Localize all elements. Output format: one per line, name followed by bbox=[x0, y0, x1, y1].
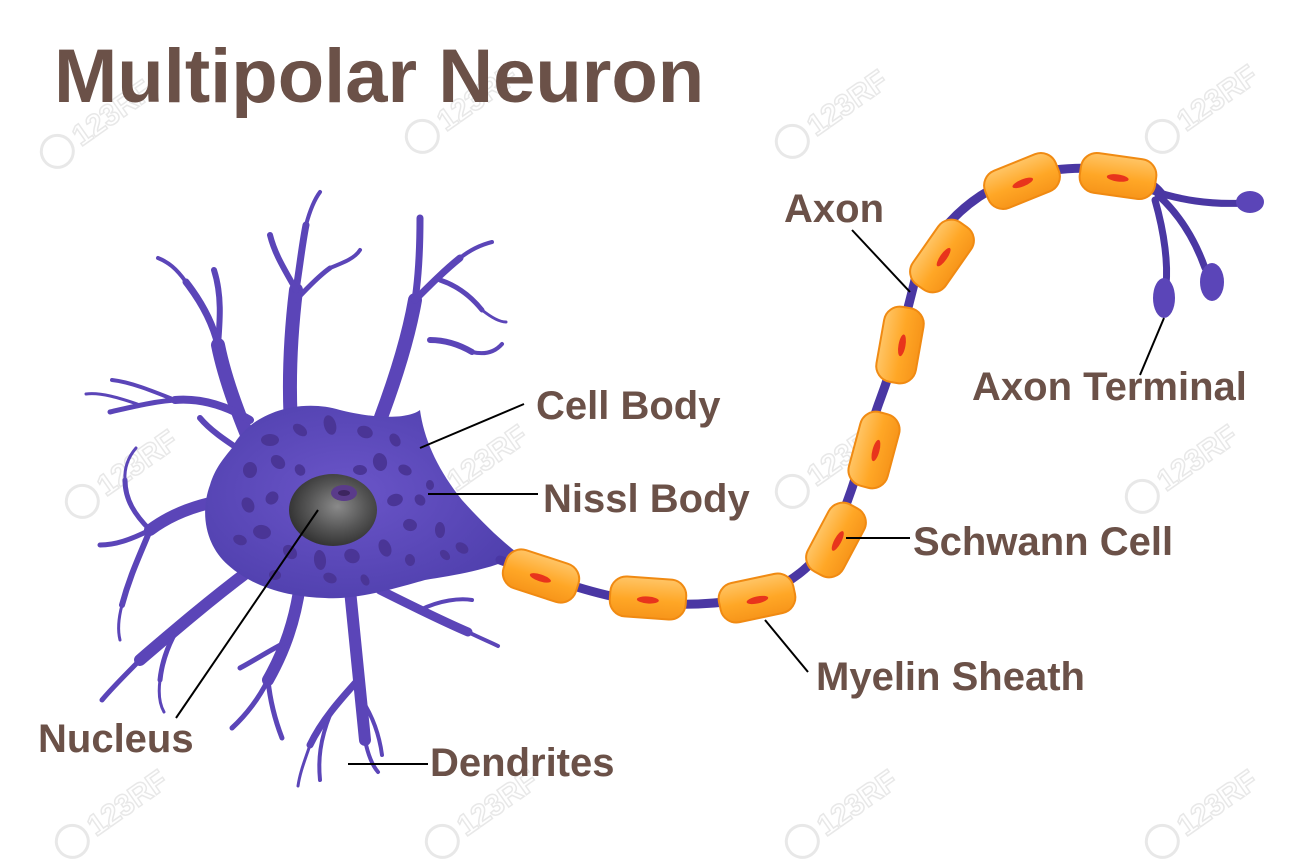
leader-nucleus bbox=[175, 509, 319, 719]
myelin-sheath-segments bbox=[501, 151, 1158, 624]
nissl-granule bbox=[357, 425, 373, 439]
label-axon-terminal: Axon Terminal bbox=[972, 365, 1247, 409]
nissl-granule bbox=[344, 548, 360, 564]
nissl-granule bbox=[404, 554, 416, 566]
nissl-granule bbox=[360, 574, 370, 586]
schwann-nucleus bbox=[636, 596, 659, 604]
diagram-title: Multipolar Neuron bbox=[54, 34, 704, 119]
nissl-granule bbox=[414, 494, 426, 506]
leader-lines bbox=[175, 229, 1165, 765]
label-cell-body: Cell Body bbox=[536, 384, 721, 428]
schwann-cell bbox=[847, 410, 901, 490]
schwann-nucleus bbox=[529, 573, 551, 583]
neuron bbox=[84, 151, 1264, 788]
nissl-granule bbox=[242, 462, 258, 478]
svg-text:123RF: 123RF bbox=[1171, 59, 1264, 138]
label-axon: Axon bbox=[784, 187, 884, 231]
nissl-granule bbox=[425, 480, 435, 490]
nissl-granule bbox=[398, 464, 412, 476]
nissl-granule bbox=[387, 493, 403, 507]
nissl-granule bbox=[241, 497, 255, 513]
svg-text:123RF: 123RF bbox=[1151, 419, 1244, 498]
svg-text:123RF: 123RF bbox=[441, 419, 534, 498]
schwann-cell bbox=[1078, 151, 1158, 201]
nissl-granule bbox=[323, 572, 337, 584]
svg-text:123RF: 123RF bbox=[91, 424, 184, 503]
nissl-bodies bbox=[233, 415, 469, 586]
schwann-nucleus bbox=[871, 439, 881, 462]
schwann-nucleus bbox=[831, 531, 844, 551]
nissl-granule bbox=[455, 542, 469, 554]
watermark-stamp: 123RF bbox=[54, 763, 175, 859]
schwann-nucleus bbox=[1012, 177, 1034, 189]
label-myelin-sheath: Myelin Sheath bbox=[816, 655, 1085, 699]
nissl-granule bbox=[313, 550, 327, 570]
nissl-granule bbox=[353, 464, 367, 476]
nissl-granule bbox=[233, 534, 247, 546]
label-dendrites: Dendrites bbox=[430, 741, 615, 785]
nissl-granule bbox=[434, 522, 446, 538]
label-nissl-body: Nissl Body bbox=[543, 477, 750, 521]
nissl-granule bbox=[265, 491, 279, 505]
nissl-granule bbox=[372, 453, 388, 471]
watermark-stamp: 123RF bbox=[774, 63, 895, 159]
leader-cell-body bbox=[419, 403, 525, 449]
svg-text:123RF: 123RF bbox=[81, 764, 174, 843]
nissl-granule bbox=[439, 549, 451, 561]
nissl-granule bbox=[292, 423, 308, 437]
watermark-stamp: 123RF bbox=[1144, 763, 1265, 859]
nissl-granule bbox=[403, 518, 417, 532]
watermark-stamp: 123RF bbox=[1144, 58, 1265, 154]
label-schwann-cell: Schwann Cell bbox=[913, 520, 1173, 564]
leader-axon bbox=[851, 229, 911, 293]
label-nucleus: Nucleus bbox=[38, 717, 194, 761]
watermark-stamp: 123RF bbox=[1124, 418, 1245, 514]
svg-text:123RF: 123RF bbox=[1171, 764, 1264, 843]
nissl-granule bbox=[253, 524, 271, 540]
nissl-granule bbox=[378, 539, 392, 557]
svg-text:123RF: 123RF bbox=[801, 64, 894, 143]
schwann-cell bbox=[501, 548, 581, 604]
nissl-granule bbox=[270, 455, 286, 469]
nissl-granule bbox=[323, 415, 337, 435]
schwann-nucleus bbox=[1106, 174, 1129, 182]
nissl-granule bbox=[261, 434, 279, 446]
schwann-cell bbox=[608, 575, 688, 621]
axon-terminal bbox=[1146, 186, 1264, 318]
leader-axon-terminal bbox=[1139, 317, 1165, 376]
nissl-granule bbox=[389, 433, 401, 447]
watermark-stamp: 123RF bbox=[784, 763, 905, 859]
schwann-nucleus bbox=[936, 247, 951, 267]
schwann-nucleus bbox=[898, 334, 906, 357]
leader-myelin-sheath bbox=[764, 619, 809, 673]
schwann-cell bbox=[717, 572, 797, 624]
nucleus bbox=[289, 474, 377, 546]
nissl-granule bbox=[294, 464, 306, 476]
schwann-nucleus bbox=[746, 595, 769, 605]
watermark-stamp: 123RF bbox=[64, 423, 185, 519]
svg-text:123RF: 123RF bbox=[811, 764, 904, 843]
schwann-cell bbox=[909, 218, 975, 294]
schwann-cell bbox=[983, 152, 1061, 210]
schwann-cell bbox=[805, 501, 867, 579]
schwann-cell bbox=[875, 305, 925, 385]
